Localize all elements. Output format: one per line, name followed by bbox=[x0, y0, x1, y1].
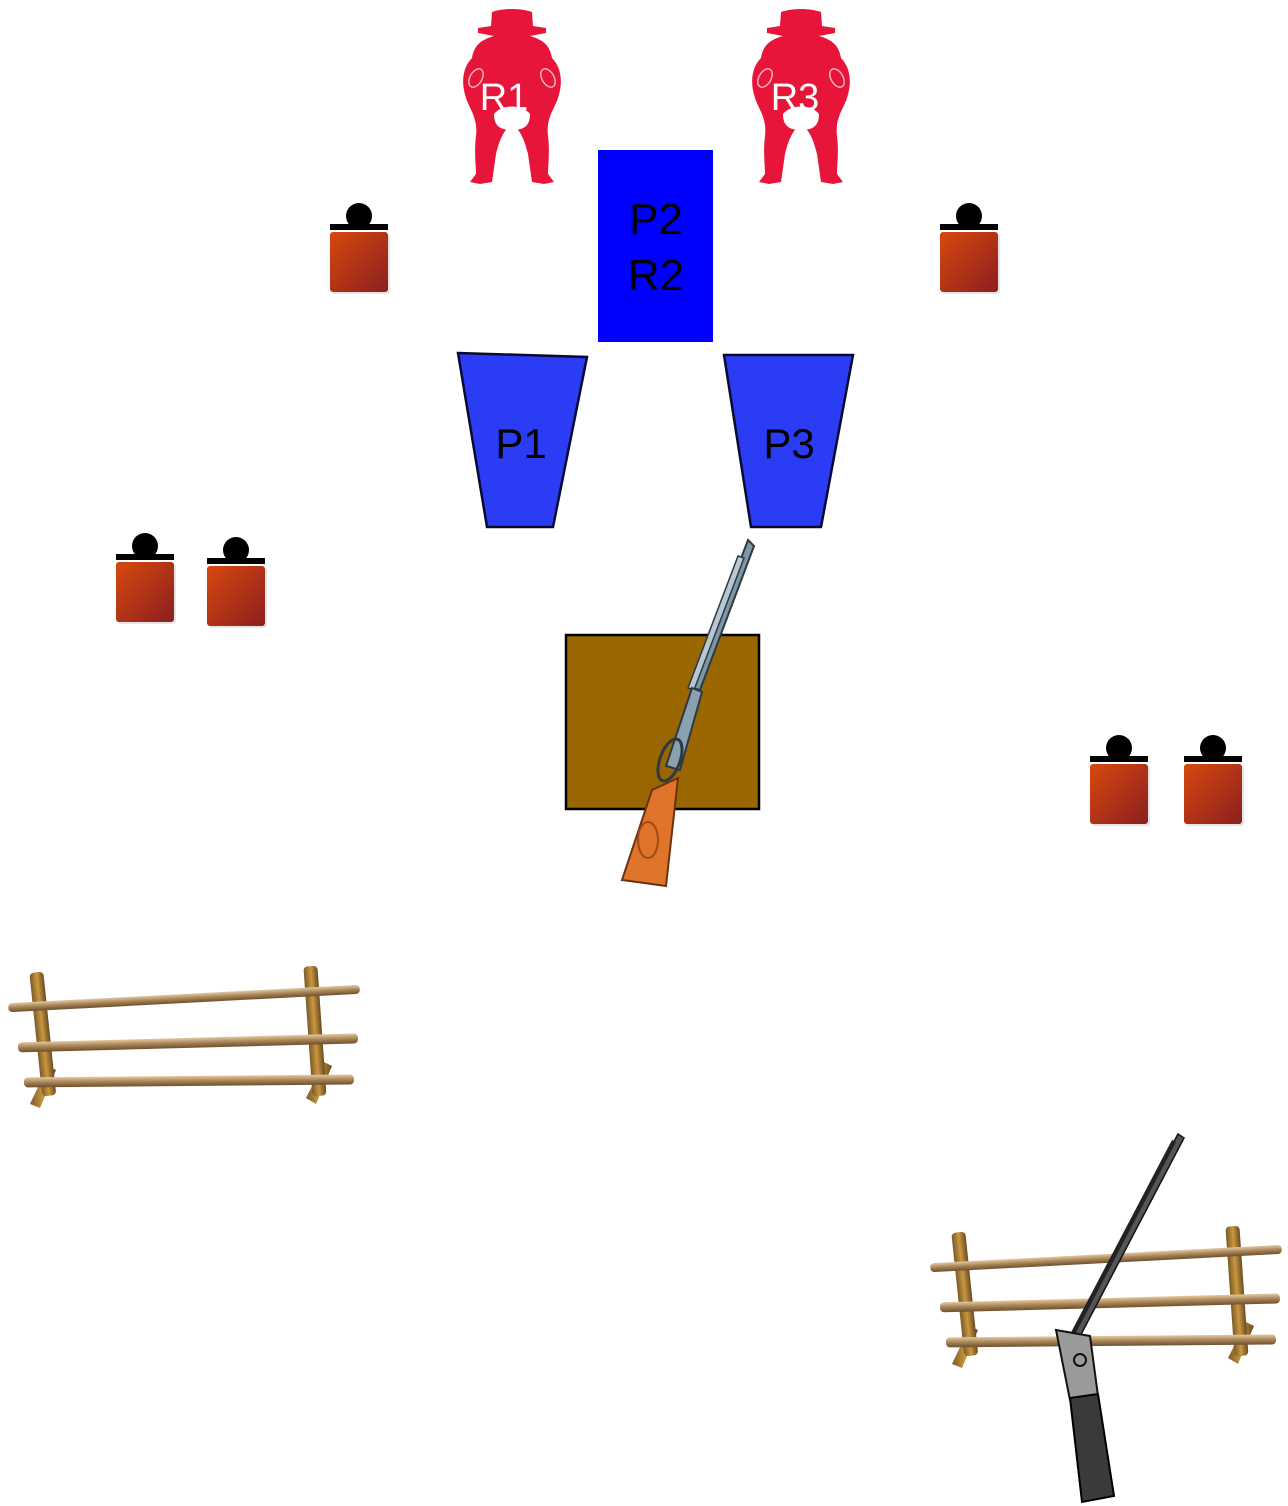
loading-table bbox=[566, 635, 759, 809]
fence-left bbox=[8, 966, 360, 1108]
pistol-target-label: P3 bbox=[763, 420, 814, 467]
box-label-top: P2 bbox=[629, 195, 683, 244]
rifle-target-r1: R1 bbox=[463, 9, 561, 184]
pistol-rifle-target-p2-r2: P2 R2 bbox=[598, 150, 713, 342]
fence-right bbox=[930, 1226, 1282, 1368]
shotgun-target-right-1 bbox=[1090, 735, 1150, 826]
shotgun-target-upper-right bbox=[940, 203, 1000, 294]
shotgun-icon bbox=[1056, 1134, 1184, 1502]
shotgun-target-left-2 bbox=[207, 537, 267, 628]
shotgun-target-left-1 bbox=[116, 533, 176, 624]
pistol-target-label: P1 bbox=[495, 420, 546, 467]
shotgun-target-right-2 bbox=[1184, 735, 1244, 826]
rifle-target-label: R1 bbox=[480, 77, 529, 119]
rifle-target-r3: R3 bbox=[752, 9, 850, 184]
box-label-bottom: R2 bbox=[628, 251, 684, 300]
rifle-target-label: R3 bbox=[771, 77, 820, 119]
pistol-target-p3: P3 bbox=[724, 355, 853, 527]
shotgun-target-upper-left bbox=[330, 203, 390, 294]
pistol-target-p1: P1 bbox=[458, 353, 587, 527]
